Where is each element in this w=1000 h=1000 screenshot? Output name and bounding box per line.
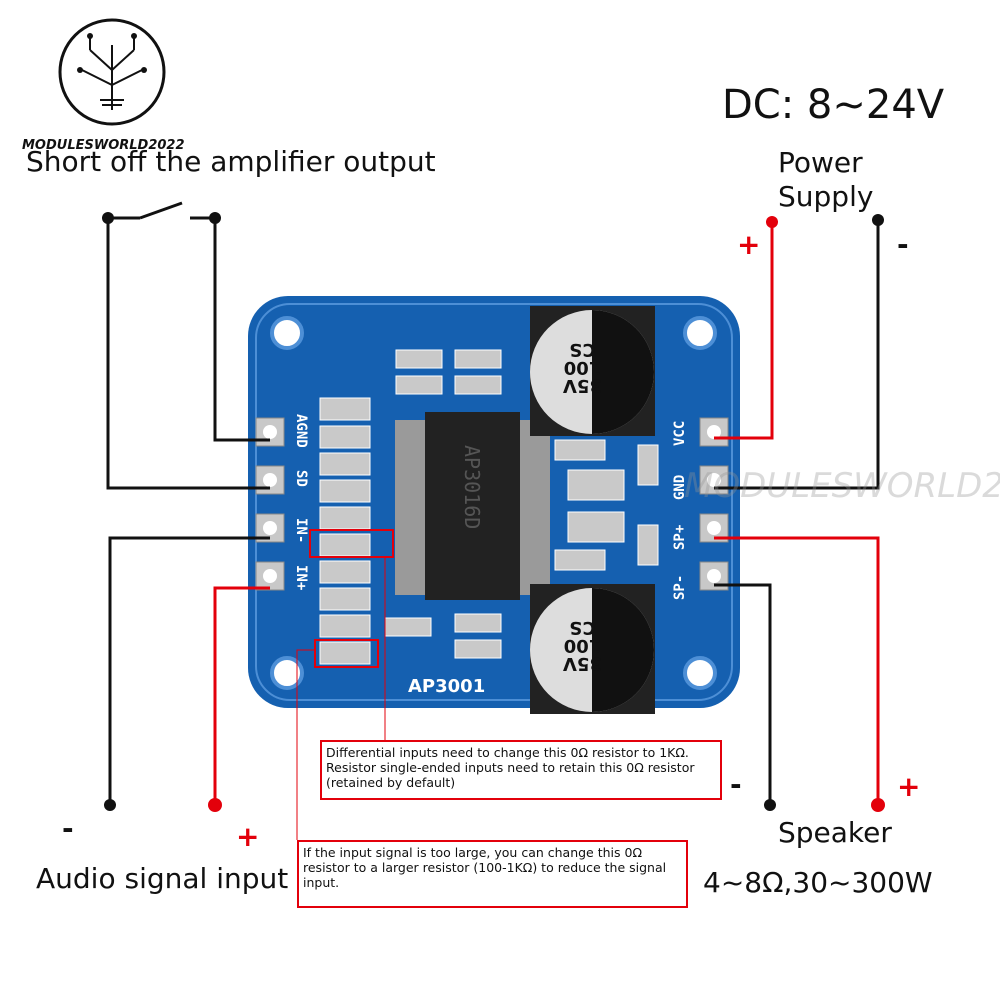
cap-value: 100 [563, 357, 602, 378]
ic-chip [395, 412, 550, 600]
capacitor-bottom [530, 584, 655, 714]
pin-label-sp-plus: SP+ [672, 524, 688, 550]
power-supply-label: Power Supply [778, 146, 873, 214]
power-minus-sign: - [897, 228, 909, 261]
capacitor-bottom-label: 35V 100 CS [563, 617, 602, 674]
amplifier-board [248, 296, 740, 714]
note-differential: Differential inputs need to change this … [320, 740, 722, 800]
short-off-label: Short off the amplifier output [26, 145, 436, 178]
speaker-label: Speaker [778, 816, 892, 849]
capacitor-top [530, 306, 655, 436]
speaker-plus-sign: + [897, 770, 921, 803]
pin-label-in-minus: IN- [293, 518, 309, 544]
speaker-minus-sign: - [730, 768, 742, 801]
pin-label-sp-minus: SP- [672, 574, 688, 600]
cap-voltage: 35V [563, 653, 602, 674]
audio-minus-sign: - [62, 812, 74, 845]
logo-icon [58, 18, 166, 126]
pin-label-vcc: VCC [672, 420, 688, 446]
switch-icon [108, 201, 215, 220]
dc-voltage: DC: 8~24V [722, 82, 945, 128]
cap-brand: CS [569, 617, 596, 638]
ic-label: AP3016D [452, 420, 492, 590]
speaker-spec: 4~8Ω,30~300W [703, 866, 933, 899]
power-plus-sign: + [737, 228, 761, 261]
watermark: MODULESWORLD2022 [684, 466, 1000, 506]
cap-brand: CS [569, 339, 596, 360]
cap-voltage: 35V [563, 375, 602, 396]
pin-label-sd: SD [293, 470, 309, 487]
note-signal-too-large: If the input signal is too large, you ca… [297, 840, 688, 908]
power-label-1: Power [778, 146, 863, 179]
cap-value: 100 [563, 635, 602, 656]
board-name: AP3001 [408, 676, 486, 697]
pin-label-in-plus: IN+ [293, 565, 309, 591]
resistor-highlight-signal [314, 639, 379, 668]
ic-text: AP3016D [460, 445, 484, 530]
logo-text: MODULESWORLD2022 [22, 138, 185, 153]
audio-plus-sign: + [236, 820, 260, 853]
resistor-highlight-differential [309, 529, 394, 558]
audio-input-label: Audio signal input [36, 862, 289, 895]
capacitor-top-label: 35V 100 CS [563, 339, 602, 396]
power-label-2: Supply [778, 180, 874, 213]
pin-label-agnd: AGND [293, 414, 309, 448]
